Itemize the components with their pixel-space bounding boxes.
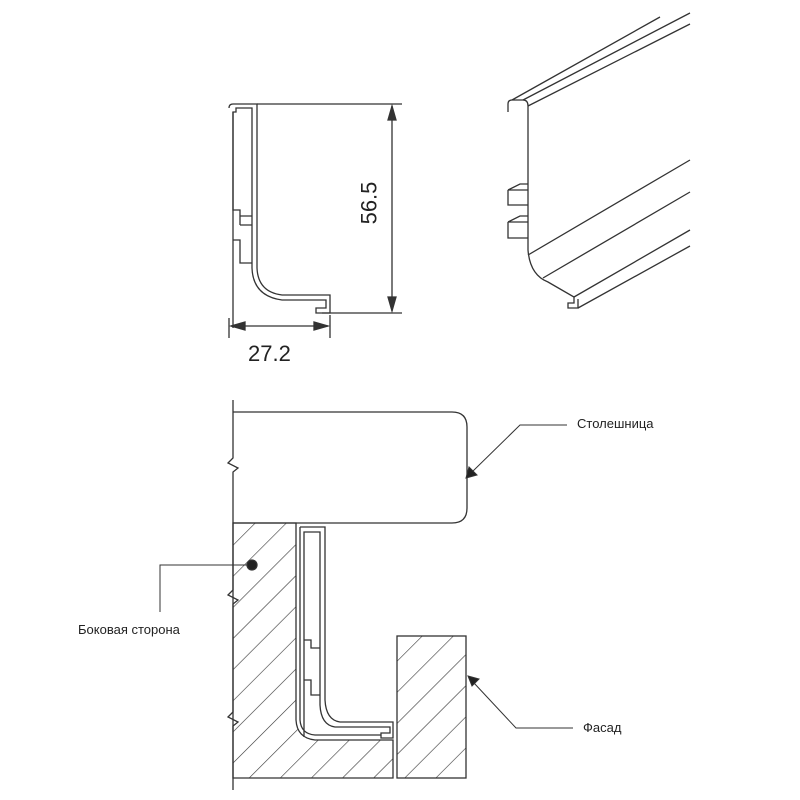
break-line xyxy=(226,400,240,790)
profile-3d-view xyxy=(507,12,691,309)
width-dimension: 27.2 xyxy=(248,341,291,366)
countertop-label: Столешница xyxy=(577,416,654,431)
dimension-lines xyxy=(228,103,402,338)
countertop-shape xyxy=(233,411,468,524)
leader-lines xyxy=(159,424,573,729)
profile-cross-section xyxy=(228,103,331,328)
side-panel-shape xyxy=(232,522,394,779)
height-dimension: 56.5 xyxy=(356,181,382,225)
facade-label: Фасад xyxy=(583,720,622,735)
installation-section xyxy=(226,400,468,790)
side-panel-label: Боковая сторона xyxy=(78,622,180,637)
facade-shape xyxy=(396,635,467,779)
